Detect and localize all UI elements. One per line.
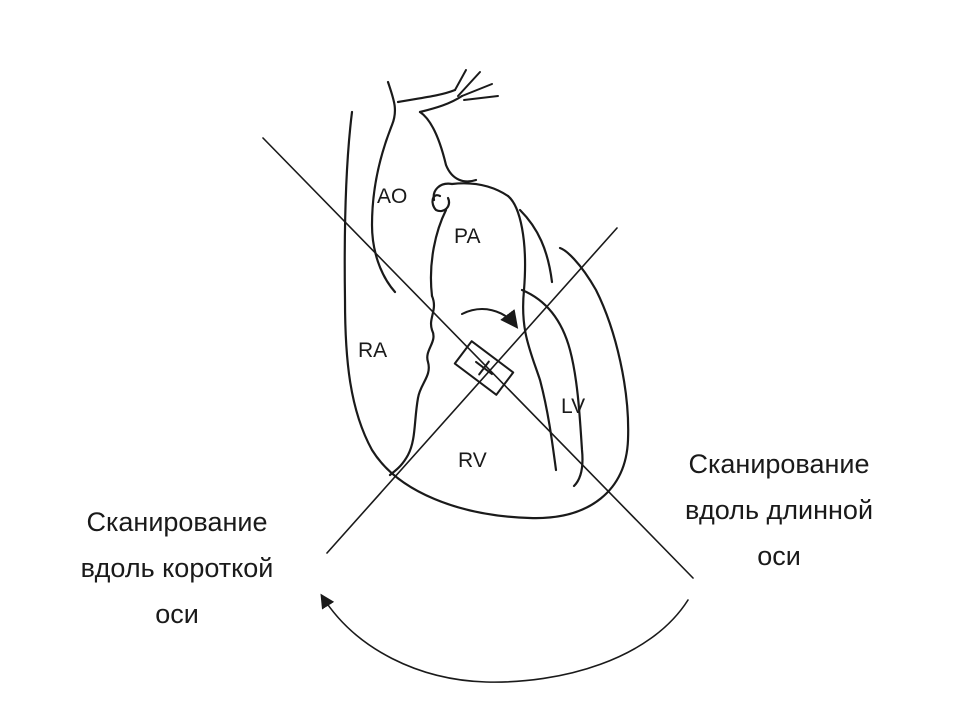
label-left-ventricle: LV (561, 395, 585, 418)
label-right-ventricle: RV (458, 449, 487, 472)
transducer-probe (453, 340, 515, 396)
caption-short-axis: Сканирование вдоль короткой оси (81, 507, 274, 629)
interventricular-wall (520, 288, 584, 488)
left-ventricle-inner-wall (506, 194, 558, 472)
aortic-arch (396, 88, 464, 114)
aorta-right-wall (418, 110, 478, 183)
heart-outline (343, 69, 630, 520)
caption-short-axis-line-2: вдоль короткой (81, 553, 274, 583)
heart-outer-contour (343, 110, 630, 520)
rotation-arrow-inner (461, 308, 519, 329)
pulmonary-artery-left (432, 182, 510, 202)
right-atrium-border (388, 294, 436, 477)
aorta-left-wall (370, 80, 397, 294)
caption-long-axis: Сканирование вдоль длинной оси (685, 449, 873, 571)
label-pulmonary-artery: PA (454, 225, 480, 248)
rotation-arrow-outer (320, 593, 689, 683)
label-right-atrium: RA (358, 339, 387, 362)
arch-branches (454, 69, 499, 101)
left-ventricle-outer-wall (518, 208, 554, 284)
caption-short-axis-line-3: оси (155, 599, 199, 629)
aortic-root-loop (431, 194, 451, 213)
short-axis-scan-line (326, 227, 618, 554)
label-aorta: AO (377, 185, 407, 208)
caption-long-axis-line-3: оси (757, 541, 801, 571)
long-axis-scan-line (262, 137, 694, 579)
caption-short-axis-line-1: Сканирование (86, 507, 267, 537)
caption-long-axis-line-1: Сканирование (688, 449, 869, 479)
pulmonary-artery-wall (429, 208, 448, 298)
caption-long-axis-line-2: вдоль длинной (685, 495, 873, 525)
